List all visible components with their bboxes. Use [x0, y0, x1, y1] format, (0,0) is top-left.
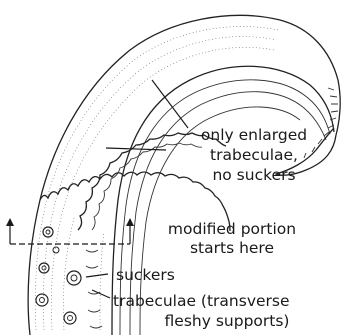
trabeculae-ridges-upper [78, 133, 226, 230]
label-supports-1: trabeculae (transverse [113, 292, 290, 310]
sucker [43, 227, 53, 237]
sucker [71, 275, 77, 281]
suckers-group [36, 227, 81, 324]
labels: only enlarged trabeculae, no suckers mod… [113, 126, 307, 330]
label-trabeculae-3: no suckers [212, 166, 295, 184]
label-suckers: suckers [116, 266, 175, 284]
sucker [64, 312, 76, 324]
sucker [42, 266, 46, 270]
arm-stipple-3 [51, 47, 274, 330]
label-modified-2: starts here [190, 239, 274, 257]
sucker [46, 230, 50, 234]
sucker [53, 247, 59, 253]
sucker [68, 316, 73, 321]
sucker [67, 271, 81, 285]
sucker [40, 298, 45, 303]
label-trabeculae-2: trabeculae, [210, 146, 298, 164]
label-trabeculae-1: only enlarged [201, 126, 307, 144]
arm-stipple-5 [100, 232, 104, 330]
sucker [36, 294, 48, 306]
trabeculae-transverse [86, 250, 102, 328]
sucker [39, 263, 49, 273]
label-modified-1: modified portion [168, 220, 296, 238]
label-supports-2: fleshy supports) [165, 312, 290, 330]
